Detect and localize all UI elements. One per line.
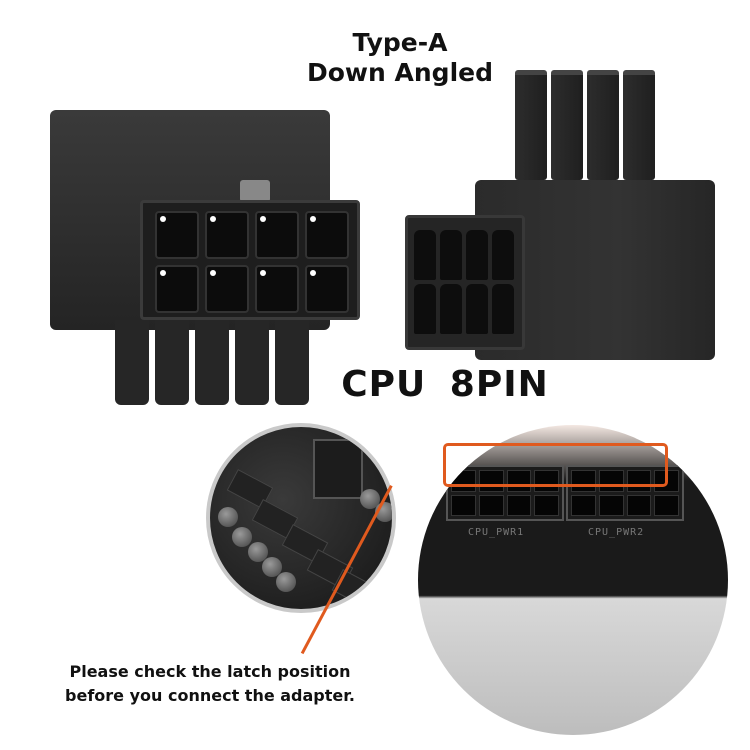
- note-line-2: before you connect the adapter.: [65, 686, 355, 705]
- plug-tower: [623, 70, 655, 180]
- socket-pin: [205, 211, 249, 259]
- capacitor: [248, 542, 268, 562]
- socket-pin: [305, 265, 349, 313]
- socket-pin: [155, 265, 199, 313]
- silkscreen-label: CPU_PWR1: [468, 527, 525, 538]
- adapter-angled-view-image: [405, 70, 725, 370]
- socket-pin: [255, 211, 299, 259]
- socket-pin: [466, 230, 488, 280]
- plug-tower: [587, 70, 619, 180]
- motherboard-overview-image: [206, 423, 396, 613]
- plug-leg: [195, 320, 229, 405]
- socket-pin: [492, 230, 514, 280]
- note-line-1: Please check the latch position: [69, 662, 351, 681]
- socket-pin: [466, 284, 488, 334]
- mosfet-chip: [331, 569, 379, 609]
- plug-leg: [155, 320, 189, 405]
- latch-warning-note: Please check the latch position before y…: [45, 660, 375, 708]
- socket-pin: [414, 230, 436, 280]
- socket-pin: [255, 265, 299, 313]
- capacitor: [218, 507, 238, 527]
- plug-tower: [551, 70, 583, 180]
- socket-pin: [305, 211, 349, 259]
- socket-pin: [440, 284, 462, 334]
- adapter-8pin-socket: [140, 200, 360, 320]
- title-line-type: Type-A: [352, 28, 448, 57]
- silkscreen-label: CPU_PWR2: [588, 527, 645, 538]
- cpu-8pin-port: [313, 439, 363, 499]
- socket-pin: [205, 265, 249, 313]
- capacitor: [262, 557, 282, 577]
- cpu-pwr2-header: [566, 465, 684, 521]
- capacitor: [360, 489, 380, 509]
- capacitor: [276, 572, 296, 592]
- motherboard-cpu-power-closeup-image: CPU_PWR1 CPU_PWR2: [418, 425, 728, 735]
- title-line-angle: Down Angled: [307, 58, 493, 87]
- cpu-8pin-headline: CPU 8PIN: [341, 364, 549, 405]
- adapter-plug-legs: [115, 320, 309, 405]
- socket-pin: [440, 230, 462, 280]
- plug-leg: [115, 320, 149, 405]
- capacitor: [232, 527, 252, 547]
- plug-tower: [515, 70, 547, 180]
- plug-leg: [275, 320, 309, 405]
- adapter-top-plug: [515, 70, 655, 180]
- product-title: Type-A Down Angled: [290, 28, 510, 88]
- socket-pin: [492, 284, 514, 334]
- adapter-front-view-image: [40, 110, 370, 410]
- plug-leg: [235, 320, 269, 405]
- latch-highlight-box: [443, 443, 668, 487]
- socket-pin: [155, 211, 199, 259]
- adapter-side-socket: [405, 215, 525, 350]
- socket-pin: [414, 284, 436, 334]
- adapter-label-tab: [240, 180, 270, 202]
